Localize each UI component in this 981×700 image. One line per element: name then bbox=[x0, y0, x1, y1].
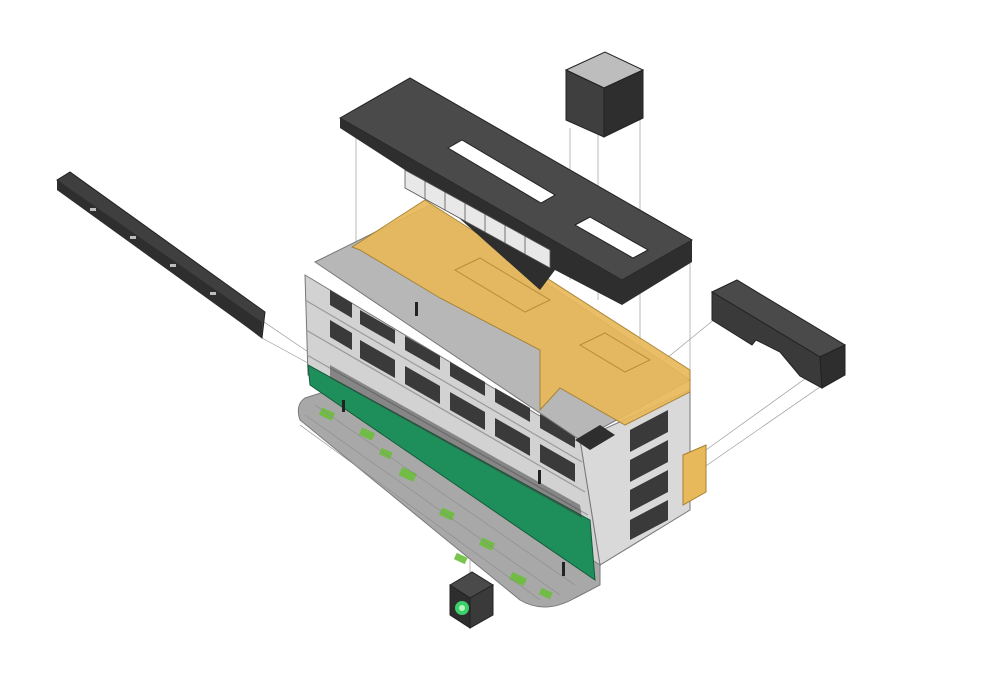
roof-tower-box bbox=[564, 51, 645, 138]
side-annex bbox=[710, 279, 847, 389]
ground-plaza bbox=[297, 389, 601, 608]
canopy-beam bbox=[56, 171, 266, 339]
entry-kiosk bbox=[449, 571, 494, 629]
roof-slab bbox=[338, 77, 694, 305]
roof-insert bbox=[350, 199, 691, 426]
